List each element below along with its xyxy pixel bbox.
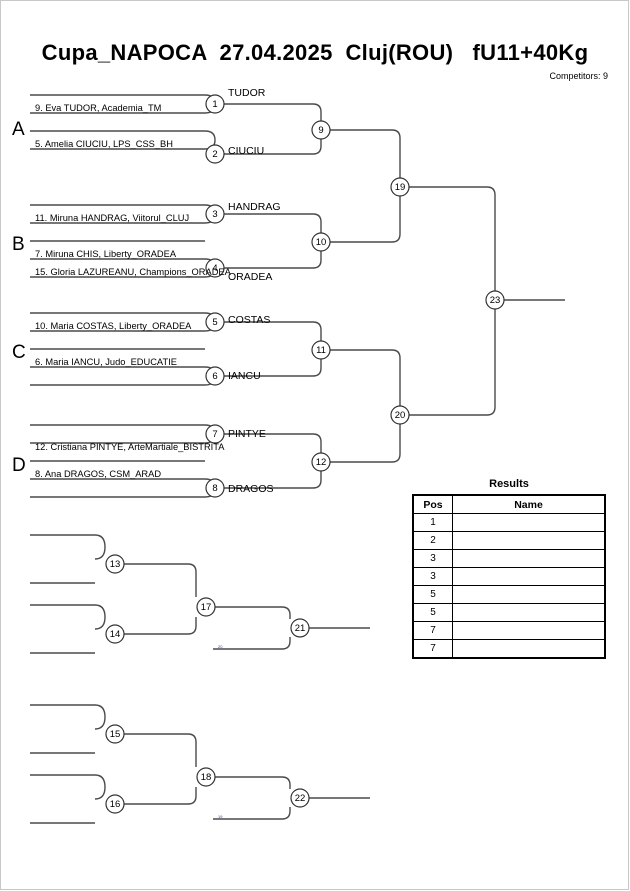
- winner-label: PINTYE: [228, 428, 266, 440]
- competitor-entry[interactable]: 12. Cristiana PINTYE, ArteMartiale_BISTR…: [35, 442, 225, 452]
- result-name[interactable]: [452, 513, 606, 532]
- match-number-20[interactable]: 20: [394, 410, 406, 421]
- table-row: 7: [412, 639, 606, 659]
- table-row: 7: [412, 621, 606, 640]
- match-number-7[interactable]: 7: [212, 429, 218, 440]
- match-number-11[interactable]: 11: [316, 345, 326, 356]
- result-pos: 3: [412, 549, 453, 568]
- competitor-entry[interactable]: 7. Miruna CHIS, Liberty_ORADEA: [35, 249, 177, 259]
- table-row: 3: [412, 549, 606, 568]
- result-pos: 1: [412, 513, 453, 532]
- match-number-17[interactable]: 17: [200, 602, 212, 613]
- match-number-1[interactable]: 1: [212, 99, 218, 110]
- competitor-entry[interactable]: 9. Eva TUDOR, Academia_TM: [35, 103, 162, 113]
- feeder-tag: 19: [218, 814, 223, 819]
- results-col-name: Name: [452, 494, 606, 514]
- table-row: 1: [412, 513, 606, 532]
- match-number-10[interactable]: 10: [315, 237, 327, 248]
- results-panel: Results Pos Name 1 2 3: [412, 478, 606, 659]
- winner-label: DRAGOS: [228, 483, 274, 495]
- result-pos: 3: [412, 567, 453, 586]
- result-name[interactable]: [452, 639, 606, 659]
- match-number-21[interactable]: 21: [294, 623, 306, 634]
- competitor-entry[interactable]: 5. Amelia CIUCIU, LPS_CSS_BH: [35, 139, 173, 149]
- winner-label: TUDOR: [228, 87, 266, 99]
- result-name[interactable]: [452, 567, 606, 586]
- match-number-13[interactable]: 13: [109, 559, 121, 570]
- winner-label: IANCU: [228, 370, 261, 382]
- match-number-4[interactable]: 4: [212, 263, 218, 274]
- match-number-8[interactable]: 8: [212, 483, 218, 494]
- group-label-b: B: [12, 234, 25, 255]
- table-row: 2: [412, 531, 606, 550]
- match-number-19[interactable]: 19: [394, 182, 406, 193]
- winner-label: COSTAS: [228, 314, 271, 326]
- competitor-entry[interactable]: 11. Miruna HANDRAG, Viitorul_CLUJ: [35, 213, 190, 223]
- winner-label: CIUCIU: [228, 145, 265, 157]
- group-label-c: C: [12, 342, 26, 363]
- competitor-entry[interactable]: 6. Maria IANCU, Judo_EDUCATIE: [35, 357, 177, 367]
- result-pos: 7: [412, 621, 453, 640]
- match-number-2[interactable]: 2: [212, 149, 218, 160]
- competitor-entry[interactable]: 10. Maria COSTAS, Liberty_ORADEA: [35, 321, 192, 331]
- competitor-entry[interactable]: 8. Ana DRAGOS, CSM_ARAD: [35, 469, 162, 479]
- winner-label: HANDRAG: [228, 201, 281, 213]
- table-row: 3: [412, 567, 606, 586]
- feeder-tag: 20: [218, 644, 223, 649]
- result-name[interactable]: [452, 585, 606, 604]
- results-header-row: Pos Name: [412, 494, 606, 514]
- winner-label: ORADEA: [228, 271, 273, 283]
- match-number-14[interactable]: 14: [109, 629, 121, 640]
- results-col-pos: Pos: [412, 494, 453, 514]
- match-number-15[interactable]: 15: [109, 729, 121, 740]
- result-name[interactable]: [452, 531, 606, 550]
- result-pos: 2: [412, 531, 453, 550]
- result-name[interactable]: [452, 603, 606, 622]
- group-label-d: D: [12, 455, 26, 476]
- match-number-22[interactable]: 22: [294, 793, 306, 804]
- results-title: Results: [489, 478, 529, 490]
- results-table: Pos Name 1 2 3 3: [412, 494, 606, 659]
- match-number-3[interactable]: 3: [212, 209, 218, 220]
- page-title: Cupa_NAPOCA 27.04.2025 Cluj(ROU) fU11+40…: [41, 40, 589, 65]
- match-number-9[interactable]: 9: [318, 125, 324, 136]
- match-number-16[interactable]: 16: [109, 799, 121, 810]
- competitor-entry[interactable]: 15. Gloria LAZUREANU, Champions_ORADEA: [35, 267, 231, 277]
- group-label-a: A: [12, 119, 25, 140]
- match-number-6[interactable]: 6: [212, 371, 218, 382]
- match-number-23[interactable]: 23: [489, 295, 501, 306]
- table-row: 5: [412, 585, 606, 604]
- match-number-18[interactable]: 18: [200, 772, 212, 783]
- competitor-count: Competitors: 9: [549, 71, 608, 81]
- result-pos: 7: [412, 639, 453, 659]
- result-pos: 5: [412, 603, 453, 622]
- result-name[interactable]: [452, 621, 606, 640]
- match-number-12[interactable]: 12: [315, 457, 327, 468]
- table-row: 5: [412, 603, 606, 622]
- result-pos: 5: [412, 585, 453, 604]
- result-name[interactable]: [452, 549, 606, 568]
- match-number-5[interactable]: 5: [212, 317, 218, 328]
